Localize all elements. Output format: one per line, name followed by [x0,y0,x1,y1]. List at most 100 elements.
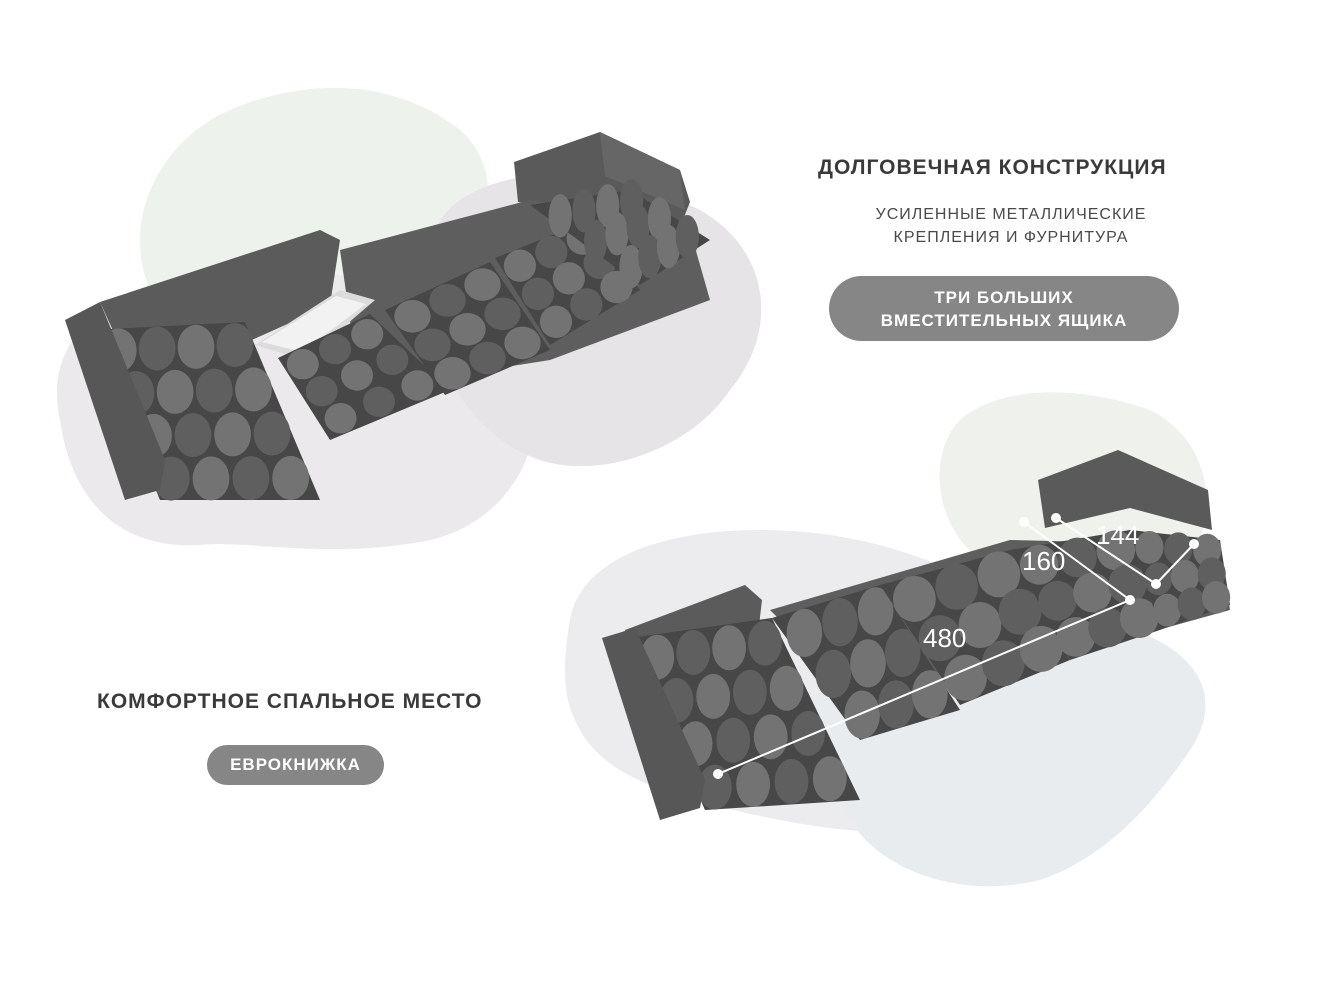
cushion-tuft [1177,587,1206,621]
cushion-tuft [697,764,732,810]
cushion-tuft [1038,580,1077,621]
cushion-tuft [812,756,847,802]
cushion-tuft [504,326,541,360]
storage-drawers-badge: ТРИ БОЛЬШИХ ВМЕСТИТЕЛЬНЫХ ЯЩИКА [829,276,1179,341]
cushion-tuft [156,369,194,414]
cushion-tuft [394,300,431,333]
cushion-tuft [736,761,770,807]
cushion-tuft [216,323,254,368]
sofa-bottom-cushions [630,530,1231,810]
cushion-tuft [1119,598,1159,638]
cushion-tuft [638,235,662,279]
dimension-dot [1051,513,1061,523]
cushion-tuft [548,194,572,238]
cushion-tuft [822,598,858,647]
cushion-tuft [1108,564,1147,605]
cushion-tuft [429,284,466,317]
dimension-dot [1019,517,1029,527]
cushion-tuft [626,204,650,248]
cushion-tuft [195,368,233,413]
cushion-tuft [1170,559,1200,593]
cushion-tuft [912,670,948,719]
cushion-tuft [414,328,451,362]
sofa-open-storage-illustration [65,132,710,501]
cushion-tuft [286,349,319,380]
cushion-tuft [1144,562,1173,596]
cushion-tuft [434,357,471,390]
cushion-tuft [712,625,746,671]
sofa-bottom-left-arm [602,628,705,820]
cushion-tuft [786,608,823,657]
cushion-tuft [174,413,212,458]
cushion-tuft [272,455,310,500]
cushion-tuft [253,411,291,456]
cushion-tuft [1096,530,1136,571]
dimension-lines [713,513,1199,779]
cushion-tuft [676,630,711,675]
cushion-tuft [449,313,486,346]
eurobook-mechanism-badge: ЕВРОКНИЖКА [207,745,384,785]
dimension-line-length [717,599,1131,775]
cushion-tuft [791,711,826,756]
feature-durable-construction-subtitle: УСИЛЕННЫЕ МЕТАЛЛИЧЕСКИЕ КРЕПЛЕНИЯ И ФУРН… [846,203,1176,249]
cushion-tuft [1164,532,1193,566]
feature-sleeping-place-title: КОМФОРТНОЕ СПАЛЬНОЕ МЕСТО [97,690,483,713]
cushion-tuft [958,602,1002,648]
cushion-tuft [1135,531,1164,564]
cushion-tuft [584,219,608,263]
cushion-tuft [570,288,603,321]
sofa-top-left-arm [65,302,165,500]
sofa-top-right-arm [600,132,685,210]
cushion-tuft [893,575,936,622]
cushion-tuft [319,334,351,365]
cushion-tuft [774,759,809,804]
dimension-dot [713,769,723,779]
cushion-tuft [214,412,252,457]
cushion-tuft [572,189,596,233]
subtitle-line: КРЕПЛЕНИЯ И ФУРНИТУРА [893,229,1129,246]
cushion-tuft [552,262,585,295]
storage-drawer-inside [262,296,366,352]
cushion-tuft [1073,572,1112,613]
cushion-tuft [1088,607,1127,648]
cushion-tuft [324,403,357,434]
cushion-tuft [605,212,629,256]
dimension-depth-label: 160 [1022,546,1065,576]
cushion-tuft [935,563,979,610]
cushion-tuft [1202,581,1231,614]
cushion-tuft [884,628,921,677]
cushion-tuft [850,639,886,688]
cushion-tuft [981,640,1025,687]
dimension-chaise-label: 144 [1096,520,1139,550]
cushion-tuft [878,680,914,729]
cushion-tuft [232,456,270,501]
cushion-tuft [1153,593,1182,627]
cushion-tuft [844,690,880,739]
cushion-tuft [192,456,230,501]
cushion-tuft [918,615,962,662]
subtitle-line: УСИЛЕННЫЕ МЕТАЛЛИЧЕСКИЕ [875,206,1147,223]
dimension-line-chaise-width [1155,543,1195,585]
cushion-tuft [815,649,852,698]
cushion-tuft [1019,544,1059,585]
dimension-dot [1189,539,1199,549]
cushion-tuft [998,588,1042,635]
dimension-length-label: 480 [923,623,966,653]
feature-durable-construction-title: ДОЛГОВЕЧНАЯ КОНСТРУКЦИЯ [818,156,1167,179]
cushion-tuft [696,673,731,719]
cushion-tuft [464,268,501,301]
cushion-tuft [535,235,568,269]
cushion-tuft [769,665,804,711]
cushion-tuft [363,386,395,417]
cushion-tuft [857,587,894,636]
badge-line: ТРИ БОЛЬШИХ [934,287,1074,307]
cushion-tuft [341,360,373,391]
cushion-tuft [675,215,699,259]
cushion-tuft [733,669,767,715]
cushion-tuft [656,225,681,269]
badge-line: ВМЕСТИТЕЛЬНЫХ ЯЩИКА [880,310,1128,330]
cushion-tuft [177,324,215,369]
cushion-tuft [469,341,506,375]
cushion-tuft [539,305,573,338]
cushion-tuft [1019,625,1063,672]
